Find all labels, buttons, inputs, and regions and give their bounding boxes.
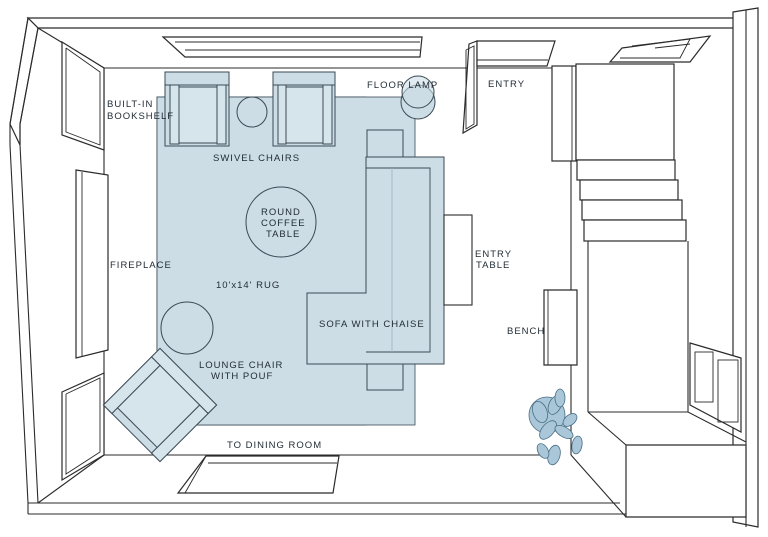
round-coffee-table[interactable] [245,186,317,258]
top-window [161,36,423,58]
bench[interactable] [543,289,578,366]
side-table[interactable] [236,96,268,128]
sofa-with-chaise[interactable] [306,129,445,391]
label-coffee-table-3: TABLE [266,229,300,240]
stair-step-4 [583,219,687,242]
label-bench: BENCH [507,326,545,337]
floor-lamp[interactable] [400,75,436,120]
pouf[interactable] [160,301,214,355]
swivel-chair-left[interactable] [164,71,230,147]
built-in-bookshelf-lower [61,372,105,482]
label-lounge-chair-1: LOUNGE CHAIR [199,360,283,371]
potted-plant[interactable] [528,388,583,466]
label-rug: 10'x14' RUG [216,280,280,291]
entry-door[interactable] [462,40,556,135]
label-to-dining-room: TO DINING ROOM [227,440,322,451]
label-sofa-with-chaise: SOFA WITH CHAISE [319,319,425,330]
fireplace [75,169,109,359]
label-swivel-chairs: SWIVEL CHAIRS [213,153,300,164]
label-entry-table-1: ENTRY [475,249,512,260]
label-floor-lamp: FLOOR LAMP [367,80,438,91]
label-built-in: BUILT-IN [107,99,153,110]
dining-room-opening [176,455,340,494]
label-coffee-table-1: ROUND [261,207,301,218]
label-entry-table-2: TABLE [476,260,510,271]
label-fireplace: FIREPLACE [110,260,172,271]
label-bookshelf: BOOKSHELF [107,111,174,122]
label-coffee-table-2: COFFEE [261,218,306,229]
entry-table[interactable] [443,214,473,306]
right-window [689,342,742,433]
window-seat [570,411,747,518]
stair-step-2 [579,179,679,201]
swivel-chair-right[interactable] [272,71,336,147]
staircase [551,63,689,455]
lounge-chair[interactable] [102,347,218,463]
label-lounge-chair-2: WITH POUF [211,371,273,382]
built-in-bookshelf-upper [61,40,105,151]
stair-step-1 [576,159,676,181]
stair-step-3 [581,199,683,221]
top-right-window [608,35,712,63]
label-entry: ENTRY [488,79,525,90]
